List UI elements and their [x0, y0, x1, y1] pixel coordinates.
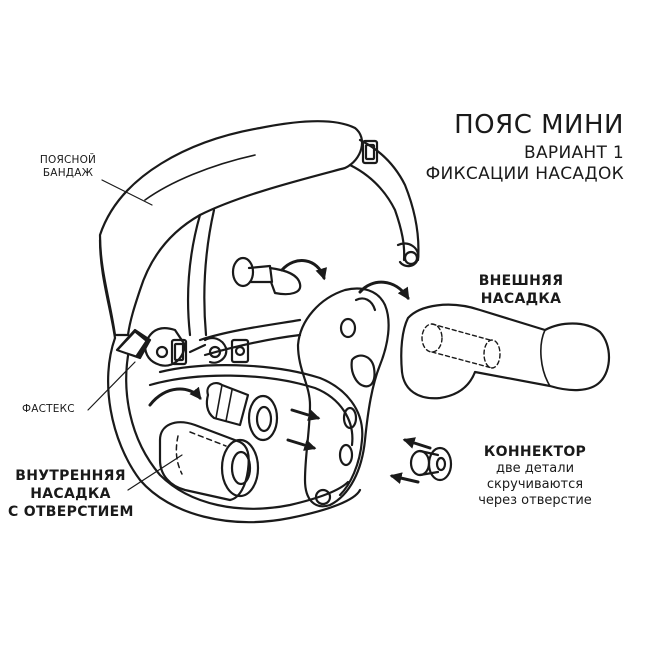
front-plate — [296, 287, 390, 508]
rotate-arrow-top — [280, 259, 327, 281]
rotate-arrow-plate — [358, 280, 410, 301]
label-outer-attachment-line2: НАСАДКА — [480, 291, 562, 307]
label-inner-attachment: ВНУТРЕННЯЯ НАСАДКА С ОТВЕРСТИЕМ — [8, 467, 133, 521]
outer-attachment — [400, 303, 611, 400]
waist-band — [98, 120, 420, 340]
diagram-subtitle-line2: ФИКСАЦИИ НАСАДОК — [425, 164, 624, 184]
push-arrow-2 — [286, 438, 317, 451]
label-inner-attachment-line1: ВНУТРЕННЯЯ — [15, 468, 126, 484]
push-arrow-1 — [290, 408, 321, 421]
label-outer-attachment-line1: ВНЕШНЯЯ — [478, 273, 564, 289]
label-outer-attachment: ВНЕШНЯЯ НАСАДКА — [476, 272, 566, 308]
label-connector-desc-2: скручиваются — [486, 477, 584, 492]
leader-waist-band — [101, 179, 153, 206]
label-waist-band-line1: ПОЯСНОЙ — [39, 154, 97, 166]
rotate-arrow-inner — [148, 386, 202, 407]
inner-connector-pieces — [205, 381, 279, 442]
label-waist-band: ПОЯСНОЙ БАНДАЖ — [28, 154, 108, 180]
d-ring — [396, 242, 420, 268]
label-inner-attachment-line3: С ОТВЕРСТИЕМ — [8, 504, 134, 520]
inner-attachment — [158, 421, 260, 502]
fastex-buckle — [115, 327, 250, 367]
connector-arrow-2 — [389, 472, 420, 485]
label-inner-attachment-line2: НАСАДКА — [30, 486, 111, 502]
label-connector-desc-1: две детали — [495, 461, 575, 476]
label-fastex: ФАСТЕКС — [22, 403, 75, 415]
leader-inner — [127, 454, 183, 491]
back-strap — [186, 208, 302, 357]
label-connector-desc-3: через отверстие — [478, 493, 592, 508]
label-connector: КОННЕКТОР две детали скручиваются через … — [470, 443, 600, 509]
connector-arrow-1 — [402, 437, 432, 450]
diagram-subtitle-line1: ВАРИАНТ 1 — [524, 143, 624, 163]
label-connector-title: КОННЕКТОР — [483, 444, 587, 460]
leader-fastex — [87, 361, 136, 411]
diagram-title: ПОЯС МИНИ — [454, 110, 624, 140]
connector-pieces — [409, 446, 453, 482]
label-waist-band-line2: БАНДАЖ — [42, 167, 94, 179]
